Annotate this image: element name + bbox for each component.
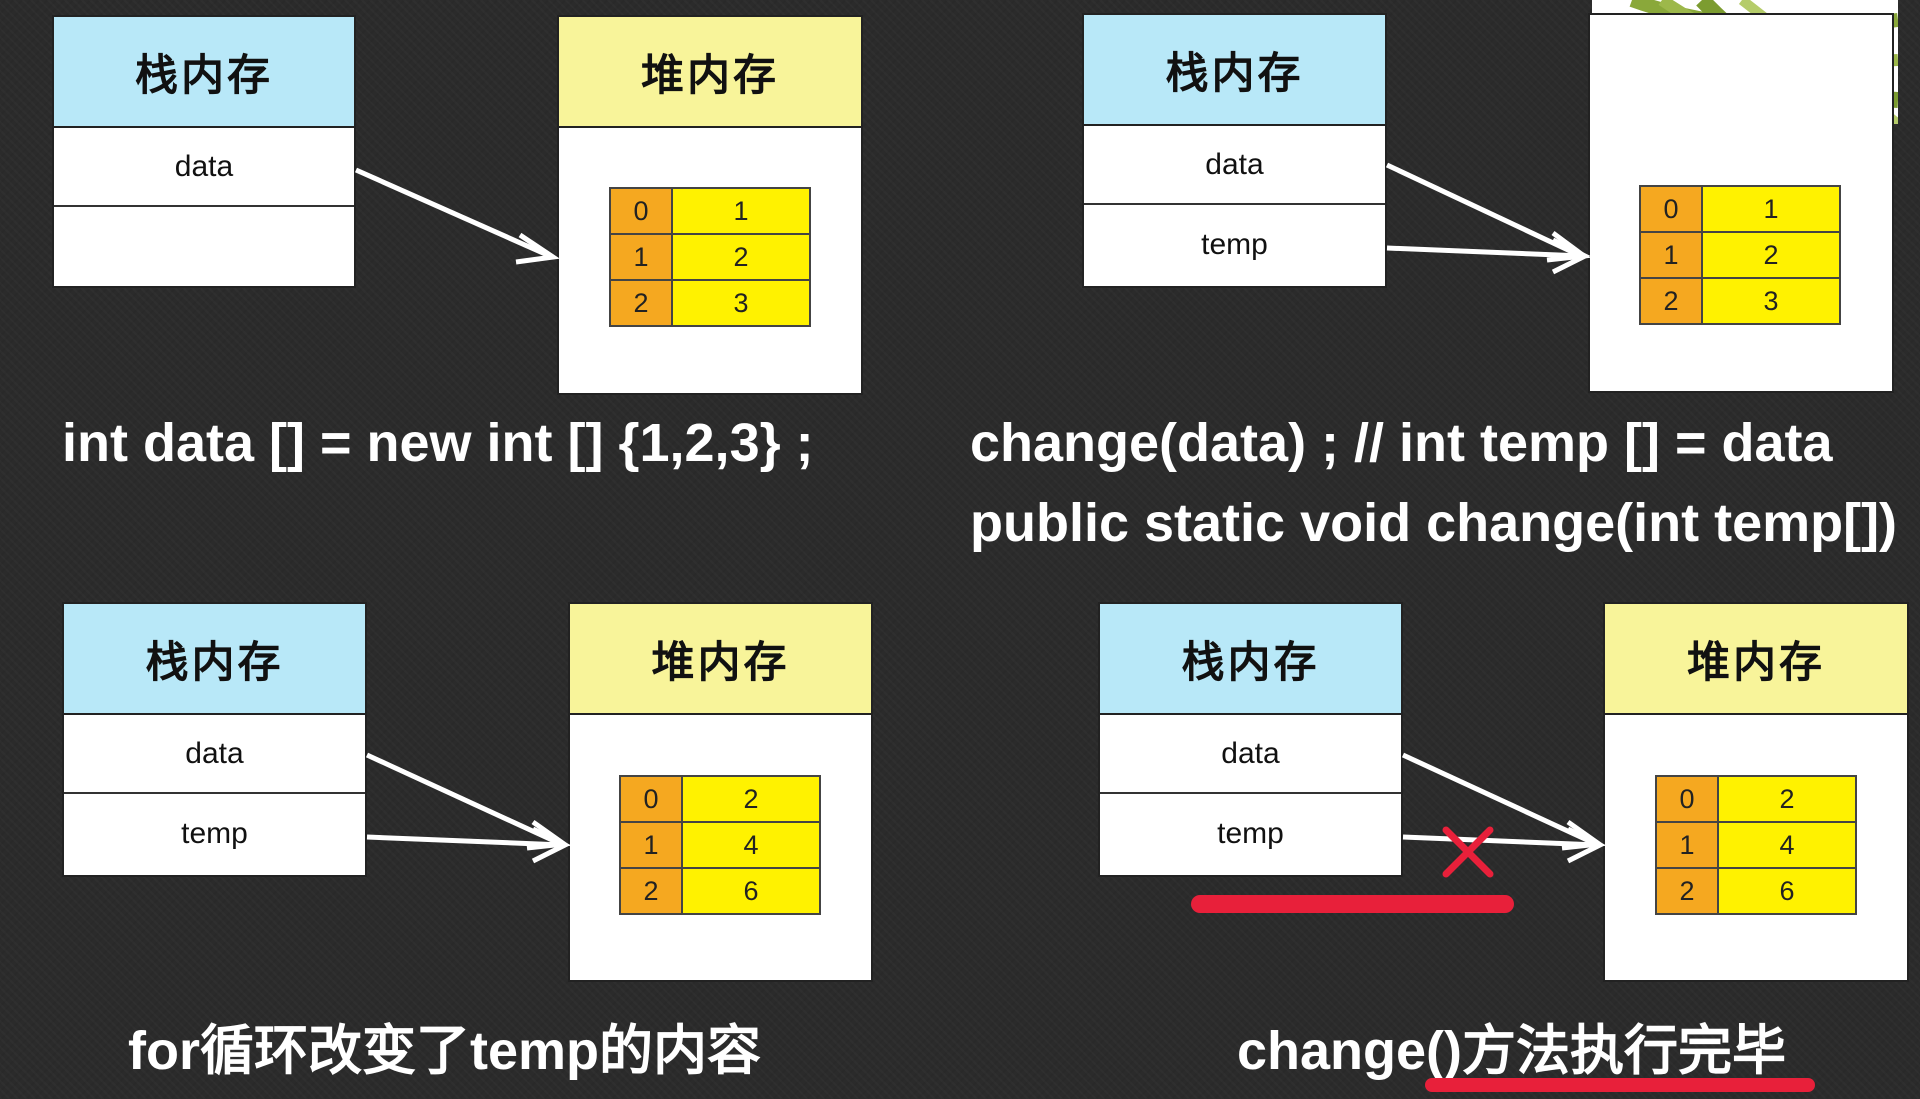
array-value-cell: 2 — [681, 775, 821, 823]
panel3-stack-row-temp: temp — [181, 816, 248, 850]
panel1-heap-header: 堆内存 — [559, 17, 861, 128]
array-index-cell: 2 — [609, 279, 673, 327]
panel1-stack-header: 栈内存 — [54, 17, 354, 128]
panel1-heap-memory-box: 堆内存 — [557, 15, 863, 395]
panel4-caption: change()方法执行完毕 — [1237, 1021, 1787, 1081]
panel4-stack-row-data: data — [1100, 715, 1401, 794]
panel3-stack-memory-box: 栈内存 data temp — [62, 602, 367, 877]
array-index-cell: 0 — [1639, 185, 1703, 233]
panel2-temp-arrow — [1386, 237, 1591, 275]
panel3-data-arrow — [365, 752, 571, 851]
array-index-cell: 2 — [1655, 867, 1719, 915]
array-value-cell: 2 — [1701, 231, 1841, 279]
panel2-stack-row-data: data — [1084, 126, 1385, 205]
array-index-cell: 2 — [1639, 277, 1703, 325]
array-value-cell: 3 — [671, 279, 811, 327]
panel4-stack-row-temp: temp — [1217, 816, 1284, 850]
panel3-stack-header: 栈内存 — [64, 604, 365, 715]
panel4-stack-memory-box: 栈内存 data temp — [1098, 602, 1403, 877]
array-value-cell: 6 — [1717, 867, 1857, 915]
panel4-temp-arrow — [1402, 826, 1606, 864]
array-index-cell: 1 — [1639, 231, 1703, 279]
panel3-heap-header: 堆内存 — [570, 604, 871, 715]
panel2-stack-row-temp: temp — [1201, 227, 1268, 261]
panel2-data-arrow — [1385, 162, 1591, 263]
array-index-cell: 0 — [619, 775, 683, 823]
array-value-cell: 2 — [1717, 775, 1857, 823]
array-value-cell: 1 — [1701, 185, 1841, 233]
panel4-stack-header: 栈内存 — [1100, 604, 1401, 715]
panel1-reference-arrow — [354, 167, 560, 265]
panel3-stack-row-data: data — [64, 715, 365, 794]
array-value-cell: 4 — [1717, 821, 1857, 869]
array-value-cell: 4 — [681, 821, 821, 869]
array-index-cell: 0 — [609, 187, 673, 235]
array-value-cell: 3 — [1701, 277, 1841, 325]
panel3-temp-arrow — [366, 826, 571, 864]
panel4-data-arrow — [1401, 752, 1606, 851]
panel2-stack-memory-box: 栈内存 data temp — [1082, 13, 1387, 288]
panel1-stack-memory-box: 栈内存 data — [52, 15, 356, 288]
array-index-cell: 1 — [619, 821, 683, 869]
array-index-cell: 2 — [619, 867, 683, 915]
cross-mark-icon — [1442, 826, 1494, 878]
array-value-cell: 2 — [671, 233, 811, 281]
panel2-caption-line1: change(data) ; // int temp [] = data — [970, 413, 1833, 473]
array-index-cell: 0 — [1655, 775, 1719, 823]
panel1-caption: int data [] = new int [] {1,2,3} ; — [62, 413, 814, 473]
array-index-cell: 1 — [1655, 821, 1719, 869]
panel1-stack-row-data: data — [54, 128, 354, 207]
array-value-cell: 6 — [681, 867, 821, 915]
panel2-stack-header: 栈内存 — [1084, 15, 1385, 126]
panel4-heap-header: 堆内存 — [1605, 604, 1907, 715]
array-index-cell: 1 — [609, 233, 673, 281]
panel3-caption: for循环改变了temp的内容 — [128, 1021, 761, 1081]
panel2-caption-line2: public static void change(int temp[]) — [970, 493, 1898, 553]
array-value-cell: 1 — [671, 187, 811, 235]
